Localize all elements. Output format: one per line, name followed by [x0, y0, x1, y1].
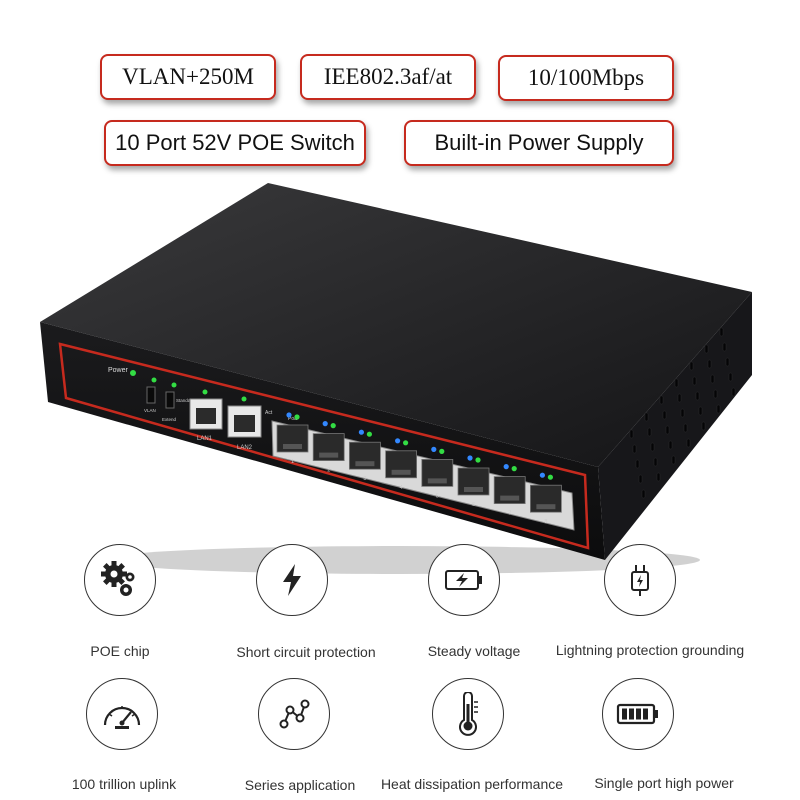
- port-act-led: [511, 466, 517, 472]
- feature-label-uplink: 100 trillion uplink: [71, 776, 177, 792]
- feature-label-series-application: Series application: [244, 777, 356, 793]
- battery-charging-icon: [428, 544, 500, 616]
- port-number-label: 1: [291, 459, 294, 465]
- port-act-led: [439, 448, 445, 454]
- port-poe-led: [467, 455, 473, 461]
- standard-label: Standard: [176, 398, 195, 403]
- uplink-ports: LAN1 LAN2: [189, 389, 262, 451]
- gears-icon: [84, 544, 156, 616]
- port-poe-led: [286, 412, 292, 418]
- power-plug-icon: [604, 544, 676, 616]
- feature-tag-port-count: 10 Port 52V POE Switch: [104, 120, 366, 166]
- port-poe-led: [431, 446, 437, 452]
- chassis-top: [40, 183, 752, 467]
- vlan-label: VLAN: [144, 408, 156, 413]
- port-poe-led: [358, 429, 364, 435]
- port-number-label: 4: [400, 485, 403, 491]
- port-number-label: 3: [363, 476, 366, 482]
- port-number-label: 2: [327, 468, 330, 474]
- port-act-led: [294, 414, 300, 420]
- feature-label-lightning-protection: Lightning protection grounding: [555, 642, 745, 658]
- status-led: [171, 382, 177, 388]
- port-number-label: 6: [472, 502, 475, 508]
- thermometer-icon: [432, 678, 504, 750]
- port-number-label: 5: [436, 493, 439, 499]
- speedometer-icon: [86, 678, 158, 750]
- port-poe-led: [322, 421, 328, 427]
- status-led: [151, 377, 157, 383]
- feature-label-single-port-power: Single port high power: [594, 775, 734, 791]
- lightning-bolt-icon: [256, 544, 328, 616]
- feature-label-steady-voltage: Steady voltage: [427, 643, 521, 659]
- feature-label-poe-chip: POE chip: [90, 643, 150, 659]
- side-vents: [629, 327, 736, 499]
- front-panel-frame: [58, 342, 590, 550]
- feature-label-short-circuit: Short circuit protection: [236, 644, 376, 660]
- port-act-led: [366, 431, 372, 437]
- poe-port-block: 1 2 3 4 5 6 7 8: [271, 412, 575, 531]
- vlan-switch: [146, 386, 156, 404]
- feature-tag-ieee: IEE802.3af/at: [300, 54, 476, 100]
- poe-switch-device: Power VLAN Standard Extend LAN1 LAN2 Act…: [40, 183, 752, 574]
- port-number-label: 7: [508, 511, 511, 517]
- power-led: [130, 370, 136, 376]
- network-nodes-icon: [258, 678, 330, 750]
- port-act-led: [403, 440, 409, 446]
- feature-label-heat-dissipation: Heat dissipation performance: [380, 776, 564, 792]
- port-act-led: [330, 423, 336, 429]
- feature-tag-speed: 10/100Mbps: [498, 55, 674, 101]
- act-label: Act: [265, 410, 273, 416]
- feature-tag-vlan: VLAN+250M: [100, 54, 276, 100]
- port-number-label: 8: [544, 519, 547, 525]
- port-poe-led: [539, 472, 546, 478]
- port-poe-led: [503, 464, 509, 470]
- chassis-side: [598, 292, 752, 560]
- full-battery-icon: [602, 678, 674, 750]
- lan2-label: LAN2: [237, 445, 253, 451]
- standard-switch: [165, 391, 175, 409]
- feature-tag-power-supply: Built-in Power Supply: [404, 120, 674, 166]
- port-poe-led: [395, 438, 401, 444]
- port-act-led: [475, 457, 481, 463]
- port-act-led: [547, 474, 554, 480]
- poe-label: PoE: [288, 416, 298, 422]
- power-label: Power: [108, 367, 129, 374]
- lan1-label: LAN1: [197, 436, 213, 442]
- extend-label: Extend: [162, 417, 177, 422]
